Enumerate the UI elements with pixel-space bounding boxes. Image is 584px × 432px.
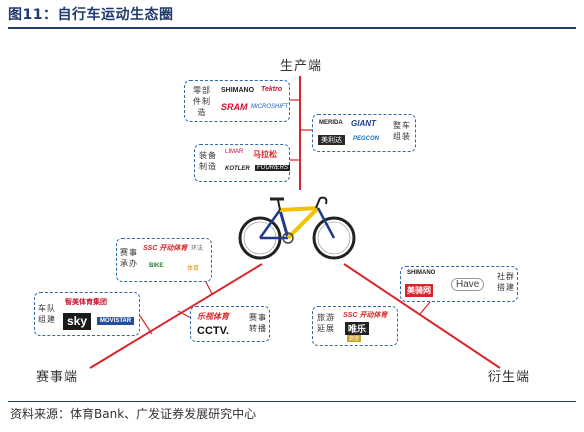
bicycle-illustration bbox=[238, 196, 356, 260]
figure-title: 图11：自行车运动生态圈 bbox=[8, 7, 174, 23]
parts-label: 零部件制造 bbox=[193, 86, 211, 117]
sports-logo: 体育 bbox=[187, 266, 200, 272]
social-box: SHIMANO 美骑网 Have 社群搭建 bbox=[400, 266, 518, 302]
merida-cn-logo: 美利达 bbox=[318, 135, 345, 145]
have-logo: Have bbox=[451, 278, 485, 291]
derivative-axis-line bbox=[343, 263, 501, 369]
teams-label: 车队组建 bbox=[38, 304, 56, 324]
letv-sports-logo: 乐视体育 bbox=[197, 312, 229, 321]
broadcast-box: 乐视体育 CCTV. 赛事转播 bbox=[190, 306, 270, 342]
broadcast-label: 赛事转播 bbox=[249, 313, 267, 333]
shimano-logo: SHIMANO bbox=[221, 87, 255, 94]
assembly-label: 装备制造 bbox=[199, 151, 217, 171]
limar-logo: LIMAR bbox=[225, 149, 244, 155]
marathon-logo: 马拉松 bbox=[253, 150, 277, 159]
tektro-logo: Tektro bbox=[261, 86, 283, 93]
travel-box: 旅游延展 SSC 开动体育 唯乐 旅游 bbox=[312, 306, 398, 346]
bike-event-logo: BIKE bbox=[149, 263, 164, 269]
parts-box: 零部件制造 SHIMANO Tektro SRAM MICROSHIFT bbox=[184, 80, 290, 122]
social-label: 社群搭建 bbox=[497, 272, 515, 292]
sky-logo: sky bbox=[63, 313, 92, 330]
meiqi-logo: 美骑网 bbox=[405, 284, 433, 297]
merida-logo: MERIDA bbox=[319, 120, 343, 126]
broadcast-connector bbox=[177, 310, 192, 319]
weile-travel-logo: 旅游 bbox=[347, 335, 362, 342]
hosting-label: 赛事承办 bbox=[120, 248, 138, 268]
teams-connector bbox=[139, 315, 153, 335]
tour-logo: 环法 bbox=[191, 246, 204, 252]
movistar-logo: MOVISTAR bbox=[97, 317, 135, 325]
hosting-box: 赛事承办 SSC 开动体育 环法 BIKE 体育 bbox=[116, 238, 212, 282]
weile-logo: 唯乐 bbox=[345, 322, 370, 335]
fouriers-logo: FOURIERS bbox=[255, 165, 291, 171]
microshift-logo: MICROSHIFT bbox=[251, 104, 289, 110]
ssc-travel-logo: SSC 开动体育 bbox=[343, 312, 388, 319]
footer-rule bbox=[8, 401, 576, 402]
ssc-logo: SSC 开动体育 bbox=[143, 245, 188, 252]
derivative-end-label: 衍生端 bbox=[488, 370, 531, 385]
kotler-logo: KOTLER bbox=[225, 166, 250, 172]
shimano-social-logo: SHIMANO bbox=[407, 270, 436, 276]
sram-logo: SRAM bbox=[221, 102, 248, 112]
cctv-logo: CCTV. bbox=[197, 325, 229, 337]
source-note: 资料来源：体育Bank、广发证券发展研究中心 bbox=[10, 407, 257, 421]
pegcon-logo: PEGCON bbox=[353, 136, 380, 142]
bikes-box: MERIDA GIANT 美利达 PEGCON 整车组装 bbox=[312, 114, 416, 152]
production-end-label: 生产端 bbox=[280, 59, 323, 74]
title-rule bbox=[8, 27, 576, 29]
zhimei-logo: 智美体育集团 bbox=[65, 299, 107, 306]
events-end-label: 赛事端 bbox=[36, 370, 79, 385]
events-axis-line bbox=[89, 263, 263, 369]
assembly-box: 装备制造 LIMAR 马拉松 KOTLER FOURIERS bbox=[194, 144, 291, 182]
social-connector bbox=[419, 301, 431, 315]
teams-box: 车队组建 智美体育集团 sky MOVISTAR bbox=[34, 292, 140, 336]
travel-label: 旅游延展 bbox=[317, 313, 335, 333]
bikes-label: 整车组装 bbox=[393, 121, 411, 141]
giant-logo: GIANT bbox=[351, 119, 376, 128]
